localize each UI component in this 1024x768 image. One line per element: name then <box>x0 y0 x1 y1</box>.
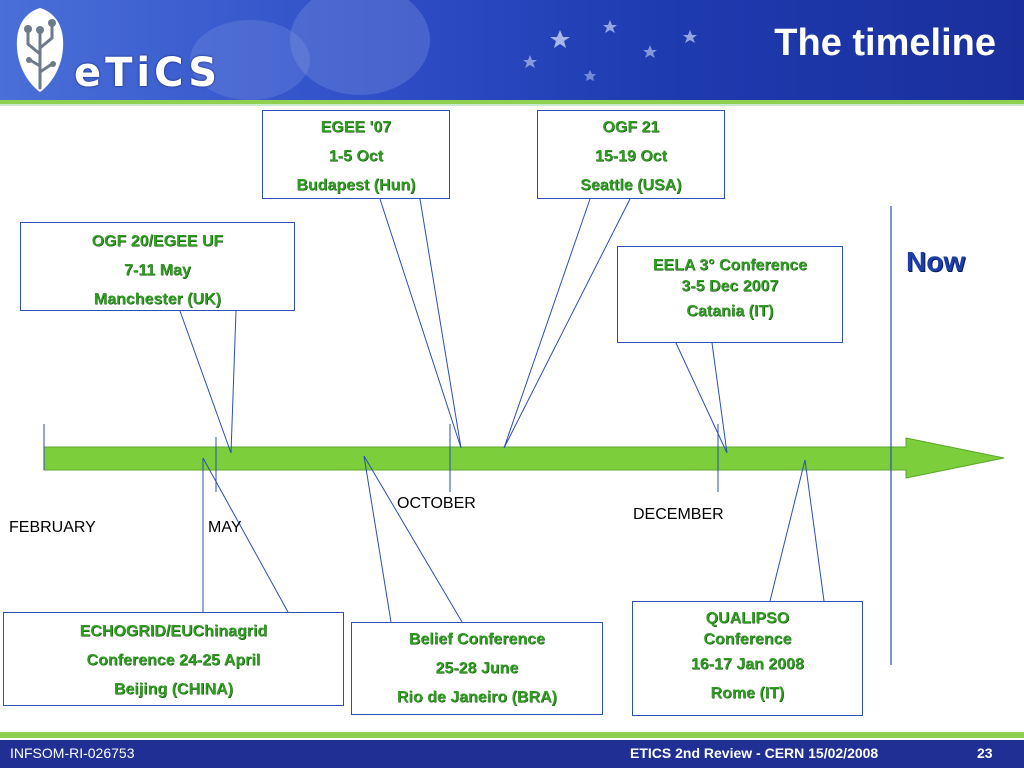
logo-wordmark: eTiCS <box>74 50 222 96</box>
month-label-december: DECEMBER <box>633 506 724 523</box>
star-icon <box>523 55 537 68</box>
page-number: 23 <box>977 745 993 761</box>
event-ogf21: OGF 21 15-19 Oct Seattle (USA) <box>537 110 725 199</box>
event-date: 15-19 Oct <box>594 148 668 165</box>
event-echogrid: ECHOGRID/EUChinagrid Conference 24-25 Ap… <box>3 612 344 706</box>
callout-belief <box>363 455 463 623</box>
face-image <box>190 20 310 100</box>
callout-ogf21 <box>503 198 631 449</box>
header-divider <box>0 100 1024 104</box>
event-date: 16-17 Jan 2008 <box>691 656 804 673</box>
timeline-arrow <box>43 437 1005 479</box>
footer-project-id: INFSOM-RI-026753 <box>10 745 135 761</box>
footer-event: ETICS 2nd Review - CERN 15/02/2008 <box>630 745 879 761</box>
star-icon <box>550 30 570 48</box>
event-title: EGEE '07 <box>320 119 392 136</box>
event-egee: EGEE '07 1-5 Oct Budapest (Hun) <box>262 110 450 199</box>
event-location: Manchester (UK) <box>93 291 222 308</box>
callout-echogrid <box>202 457 289 613</box>
event-date: Conference 24-25 April <box>86 652 261 669</box>
event-date: 3-5 Dec 2007 <box>681 278 779 295</box>
month-label-february: FEBRUARY <box>9 519 96 536</box>
event-title: Belief Conference <box>408 631 546 648</box>
event-title: EELA 3° Conference <box>652 257 808 274</box>
event-location: Beijing (CHINA) <box>113 681 234 698</box>
header-decoration <box>190 0 697 100</box>
slide-footer <box>0 740 1024 768</box>
callout-egee <box>379 198 462 449</box>
now-label: Now <box>906 246 966 277</box>
event-ogf20: OGF 20/EGEE UF 7-11 May Manchester (UK) <box>20 222 295 311</box>
face-image <box>290 0 430 95</box>
star-icon <box>603 20 617 33</box>
event-title: QUALIPSO <box>705 610 790 627</box>
etics-logo-icon <box>16 8 64 92</box>
event-location: Catania (IT) <box>686 303 774 320</box>
month-label-may: MAY <box>208 519 242 536</box>
callout-eela <box>675 342 728 454</box>
event-subtitle: Conference <box>703 631 792 648</box>
page-title: The timeline <box>774 22 996 64</box>
event-location: Rome (IT) <box>710 685 785 702</box>
event-location: Seattle (USA) <box>580 177 682 194</box>
event-belief: Belief Conference 25-28 June Rio de Jane… <box>351 622 603 715</box>
callout-ogf20 <box>179 310 237 454</box>
event-date: 7-11 May <box>124 262 191 279</box>
event-eela: EELA 3° Conference 3-5 Dec 2007 Catania … <box>617 246 843 343</box>
header-divider-light <box>0 104 1024 106</box>
star-icon <box>683 30 697 43</box>
event-date: 1-5 Oct <box>328 148 384 165</box>
month-label-october: OCTOBER <box>397 495 476 512</box>
event-title: OGF 21 <box>602 119 660 136</box>
star-icon <box>584 70 596 81</box>
star-icon <box>643 45 657 58</box>
event-title: ECHOGRID/EUChinagrid <box>79 623 268 640</box>
footer-divider <box>0 732 1024 738</box>
event-title: OGF 20/EGEE UF <box>91 233 224 250</box>
slide-header: eTiCS The timeline <box>0 0 1024 100</box>
callout-qualipso <box>769 459 825 602</box>
event-qualipso: QUALIPSO Conference 16-17 Jan 2008 Rome … <box>632 601 863 716</box>
event-location: Budapest (Hun) <box>296 177 416 194</box>
event-location: Rio de Janeiro (BRA) <box>396 689 557 706</box>
event-date: 25-28 June <box>435 660 519 677</box>
